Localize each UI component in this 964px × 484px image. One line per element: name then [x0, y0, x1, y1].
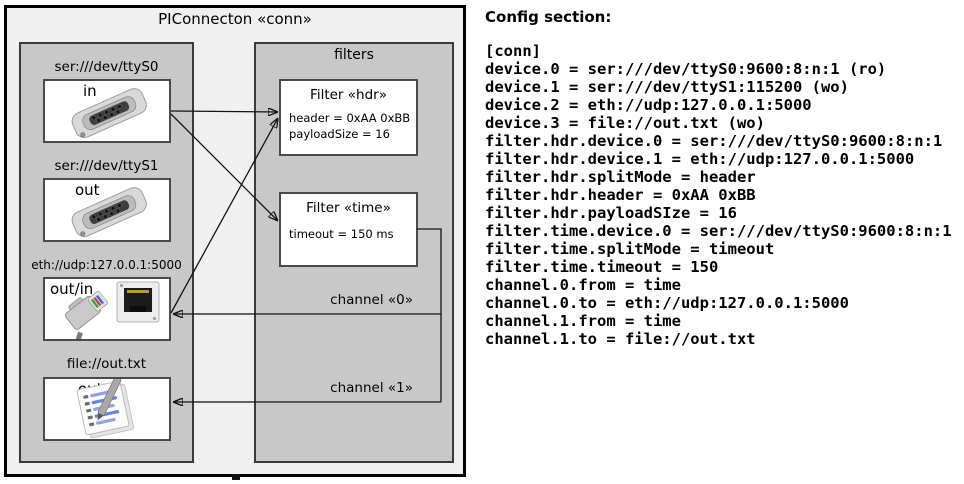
config-line: channel.0.to = eth://udp:127.0.0.1:5000 [485, 294, 849, 312]
config-line: filter.hdr.payloadSIze = 16 [485, 204, 737, 222]
config-line: filter.time.timeout = 150 [485, 258, 719, 276]
config-line: filter.hdr.device.1 = eth://udp:127.0.0.… [485, 150, 915, 168]
filter-time-attributes: timeout = 150 ms [289, 226, 394, 242]
device-box-ttys1: out [43, 178, 171, 242]
channel-0-label: channel «0» [330, 292, 413, 308]
filter-hdr-attributes: header = 0xAA 0xBB payloadSize = 16 [289, 110, 410, 142]
config-line: filter.time.splitMode = timeout [485, 240, 775, 258]
config-line: channel.0.from = time [485, 276, 681, 294]
filters-panel-title: filters [334, 47, 374, 63]
filter-box-time: Filter «time» timeout = 150 ms [279, 192, 418, 267]
border-notch [232, 474, 240, 480]
device-box-ttys0: in [43, 79, 171, 143]
ethernet-connector-icon [45, 279, 169, 339]
device-box-file: out [43, 377, 171, 441]
serial-connector-icon [68, 184, 150, 240]
config-line: filter.hdr.device.0 = ser:///dev/ttyS0:9… [485, 132, 943, 150]
filter-attribute: payloadSize = 16 [289, 127, 390, 141]
filter-attribute: timeout = 150 ms [289, 227, 394, 241]
config-line: device.2 = eth://udp:127.0.0.1:5000 [485, 96, 812, 114]
config-line: device.3 = file://out.txt (wo) [485, 114, 765, 132]
config-line: channel.1.to = file://out.txt [485, 330, 756, 348]
config-text-block: [conn]device.0 = ser:///dev/ttyS0:9600:8… [485, 42, 964, 348]
channel-1-label: channel «1» [330, 380, 413, 396]
config-line: filter.time.device.0 = ser:///dev/ttyS0:… [485, 222, 952, 240]
device-label-eth: eth://udp:127.0.0.1:5000 [31, 258, 182, 272]
config-line: filter.hdr.header = 0xAA 0xBB [485, 186, 756, 204]
serial-connector-icon [68, 85, 150, 141]
filter-time-title: Filter «time» [306, 200, 391, 216]
config-line: [conn] [485, 42, 541, 60]
filter-hdr-title: Filter «hdr» [310, 87, 387, 103]
filter-attribute: header = 0xAA 0xBB [289, 111, 411, 125]
notepad-icon [74, 379, 135, 439]
diagram-title: PIConnecton «conn» [158, 10, 312, 28]
config-line: device.1 = ser:///dev/ttyS1:115200 (wo) [485, 78, 849, 96]
config-line: filter.hdr.splitMode = header [485, 168, 756, 186]
config-line: channel.1.from = time [485, 312, 681, 330]
port-label: out/in [50, 280, 94, 298]
device-label-ttys0: ser:///dev/ttyS0 [54, 59, 159, 75]
filter-box-hdr: Filter «hdr» header = 0xAA 0xBB payloadS… [279, 79, 418, 156]
port-label: in [83, 82, 97, 100]
port-label: out [75, 181, 100, 199]
device-box-eth: out/in [43, 277, 171, 341]
config-section-heading: Config section: [485, 8, 612, 26]
config-line: device.0 = ser:///dev/ttyS0:9600:8:n:1 (… [485, 60, 887, 78]
device-label-ttys1: ser:///dev/ttyS1 [54, 158, 159, 174]
device-label-file: file://out.txt [66, 356, 147, 372]
